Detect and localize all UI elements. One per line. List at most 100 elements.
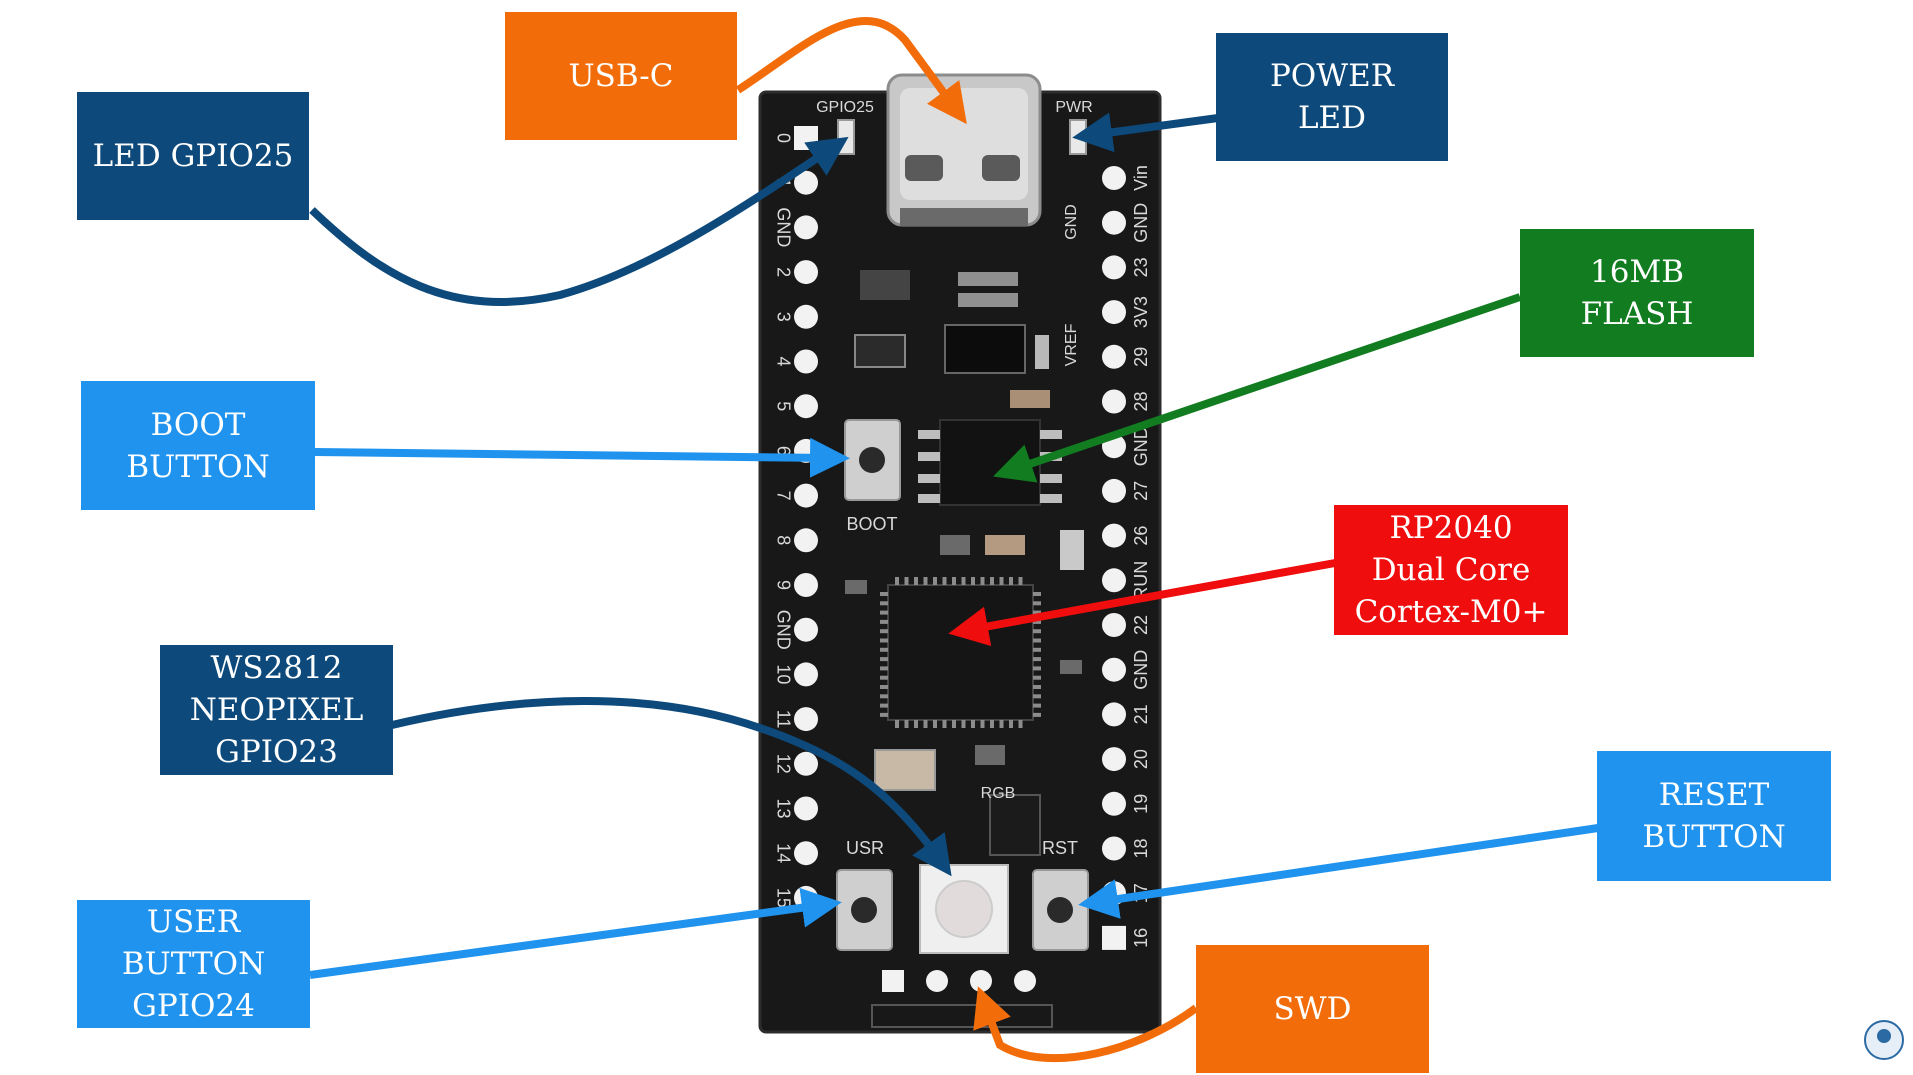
gpio25-led [837, 119, 855, 155]
left-pin-hole [794, 796, 818, 821]
left-pin-hole [794, 662, 818, 687]
left-pin-hole [794, 260, 818, 285]
boot-button-arrow [314, 437, 850, 478]
left-pin-hole [794, 394, 818, 419]
right-pin-label: 21 [1131, 704, 1151, 724]
neopixel-led [919, 864, 1009, 954]
rst-silk-label: RST [1042, 838, 1078, 858]
left-pin-hole [794, 841, 818, 866]
left-pin-label: 13 [773, 798, 793, 818]
right-pin-label: Vin [1131, 165, 1151, 191]
right-pin-label: 16 [1131, 928, 1151, 948]
neopixel-label: WS2812 NEOPIXEL GPIO23 [160, 645, 393, 775]
boot-button[interactable] [844, 419, 901, 501]
user-button-label: USER BUTTON GPIO24 [77, 900, 310, 1028]
right-pin-label: 28 [1131, 391, 1151, 411]
boot-button-label-line-2: BUTTON [126, 448, 270, 485]
left-pin-label: 10 [773, 664, 793, 684]
rgb-silk-label: RGB [981, 785, 1016, 802]
reset-button-arrow [1078, 824, 1599, 919]
power-led [1069, 119, 1087, 155]
left-pin-label: 15 [773, 888, 793, 908]
right-pin-label: GND [1131, 426, 1151, 466]
user-button-label-line-1: USER [146, 904, 241, 940]
rp2040-chip [880, 577, 1041, 728]
smd-components [845, 270, 1084, 856]
right-pin-hole [1102, 925, 1126, 950]
channel-logo [1864, 1020, 1904, 1060]
left-pin-hole [794, 617, 818, 642]
reset-button-label-line-1: RESET [1658, 777, 1770, 813]
swd-label-line: SWD [1273, 991, 1352, 1027]
usb-c-connector [886, 73, 1042, 227]
right-pin-hole [1102, 657, 1126, 682]
right-pin-label: 23 [1131, 257, 1151, 277]
left-pin-hole [794, 304, 818, 329]
inner-vref-silk-label: VREF [1063, 323, 1080, 366]
right-pin-hole [1102, 836, 1126, 861]
usr-silk-label: USR [846, 838, 884, 858]
power-led-label-line-1: POWER [1269, 58, 1395, 94]
swd-arrow [973, 986, 1199, 1063]
swd-pin-hole [970, 970, 992, 992]
usb-c-arrow [735, 17, 967, 125]
left-pin-label: 2 [773, 267, 793, 277]
boot-silk-label: BOOT [846, 514, 897, 534]
right-pin-hole [1102, 210, 1126, 235]
usb-c-label: USB-C [505, 12, 737, 140]
right-pin-label: 22 [1131, 615, 1151, 635]
gpio25-silk-label: GPIO25 [816, 99, 874, 116]
left-pin-label: 8 [773, 535, 793, 545]
right-pin-hole [1102, 791, 1126, 816]
led-gpio25-label-line: LED GPIO25 [92, 138, 294, 174]
right-pin-hole [1102, 300, 1126, 325]
right-pin-labels: VinGND233V32928GND2726RUN22GND2120191817… [1131, 165, 1151, 948]
flash-label: 16MB FLASH [1520, 229, 1754, 357]
right-pin-hole [1102, 389, 1126, 414]
right-pin-label: 20 [1131, 749, 1151, 769]
user-button-label-line-2: BUTTON [121, 946, 266, 982]
power-led-arrow [1072, 112, 1219, 153]
right-pin-label: 18 [1131, 838, 1151, 858]
reset-button-label-line-2: BUTTON [1642, 819, 1786, 855]
left-pin-label: 6 [773, 446, 793, 456]
left-pin-label: 14 [773, 843, 793, 863]
right-pin-label: RUN [1131, 561, 1151, 600]
right-pin-hole [1102, 478, 1126, 503]
swd-pin-hole [926, 970, 948, 992]
flash-label-line-2: FLASH [1580, 296, 1694, 332]
swd-label: SWD [1196, 945, 1429, 1073]
reset-button[interactable] [1032, 869, 1089, 951]
user-button-label-line-3: GPIO24 [132, 988, 255, 1024]
right-pin-label: GND [1131, 650, 1151, 690]
swd-pin-hole [882, 970, 904, 992]
neopixel-label-line-2: NEOPIXEL [189, 692, 364, 728]
right-pin-hole [1102, 613, 1126, 637]
flash-label-line-1: 16MB [1590, 254, 1684, 290]
neopixel-label-line-3: GPIO23 [215, 734, 338, 770]
neopixel-label-line-1: WS2812 [210, 650, 343, 686]
left-pin-label: 0 [773, 133, 793, 143]
left-pin-label: 12 [773, 754, 793, 774]
left-pin-hole [794, 707, 818, 732]
user-button[interactable] [836, 869, 893, 951]
usb-c-label-line: USB-C [568, 58, 674, 94]
right-pin-label: 27 [1131, 481, 1151, 501]
left-pin-hole [794, 126, 818, 150]
left-pin-hole [794, 528, 818, 553]
rp2040-arrow [948, 559, 1336, 647]
right-pin-label: 29 [1131, 347, 1151, 367]
right-pin-label: 26 [1131, 526, 1151, 546]
boot-button-label: BOOT BUTTON [81, 381, 315, 510]
right-pin-hole [1102, 166, 1126, 190]
left-pin-label: 3 [773, 312, 793, 322]
left-pin-label: GND [773, 207, 793, 247]
power-led-label: POWER LED [1216, 33, 1448, 161]
right-pin-hole [1102, 255, 1126, 280]
left-pin-label: 9 [773, 580, 793, 590]
user-button-arrow [309, 887, 842, 979]
left-pin-label: 5 [773, 401, 793, 411]
